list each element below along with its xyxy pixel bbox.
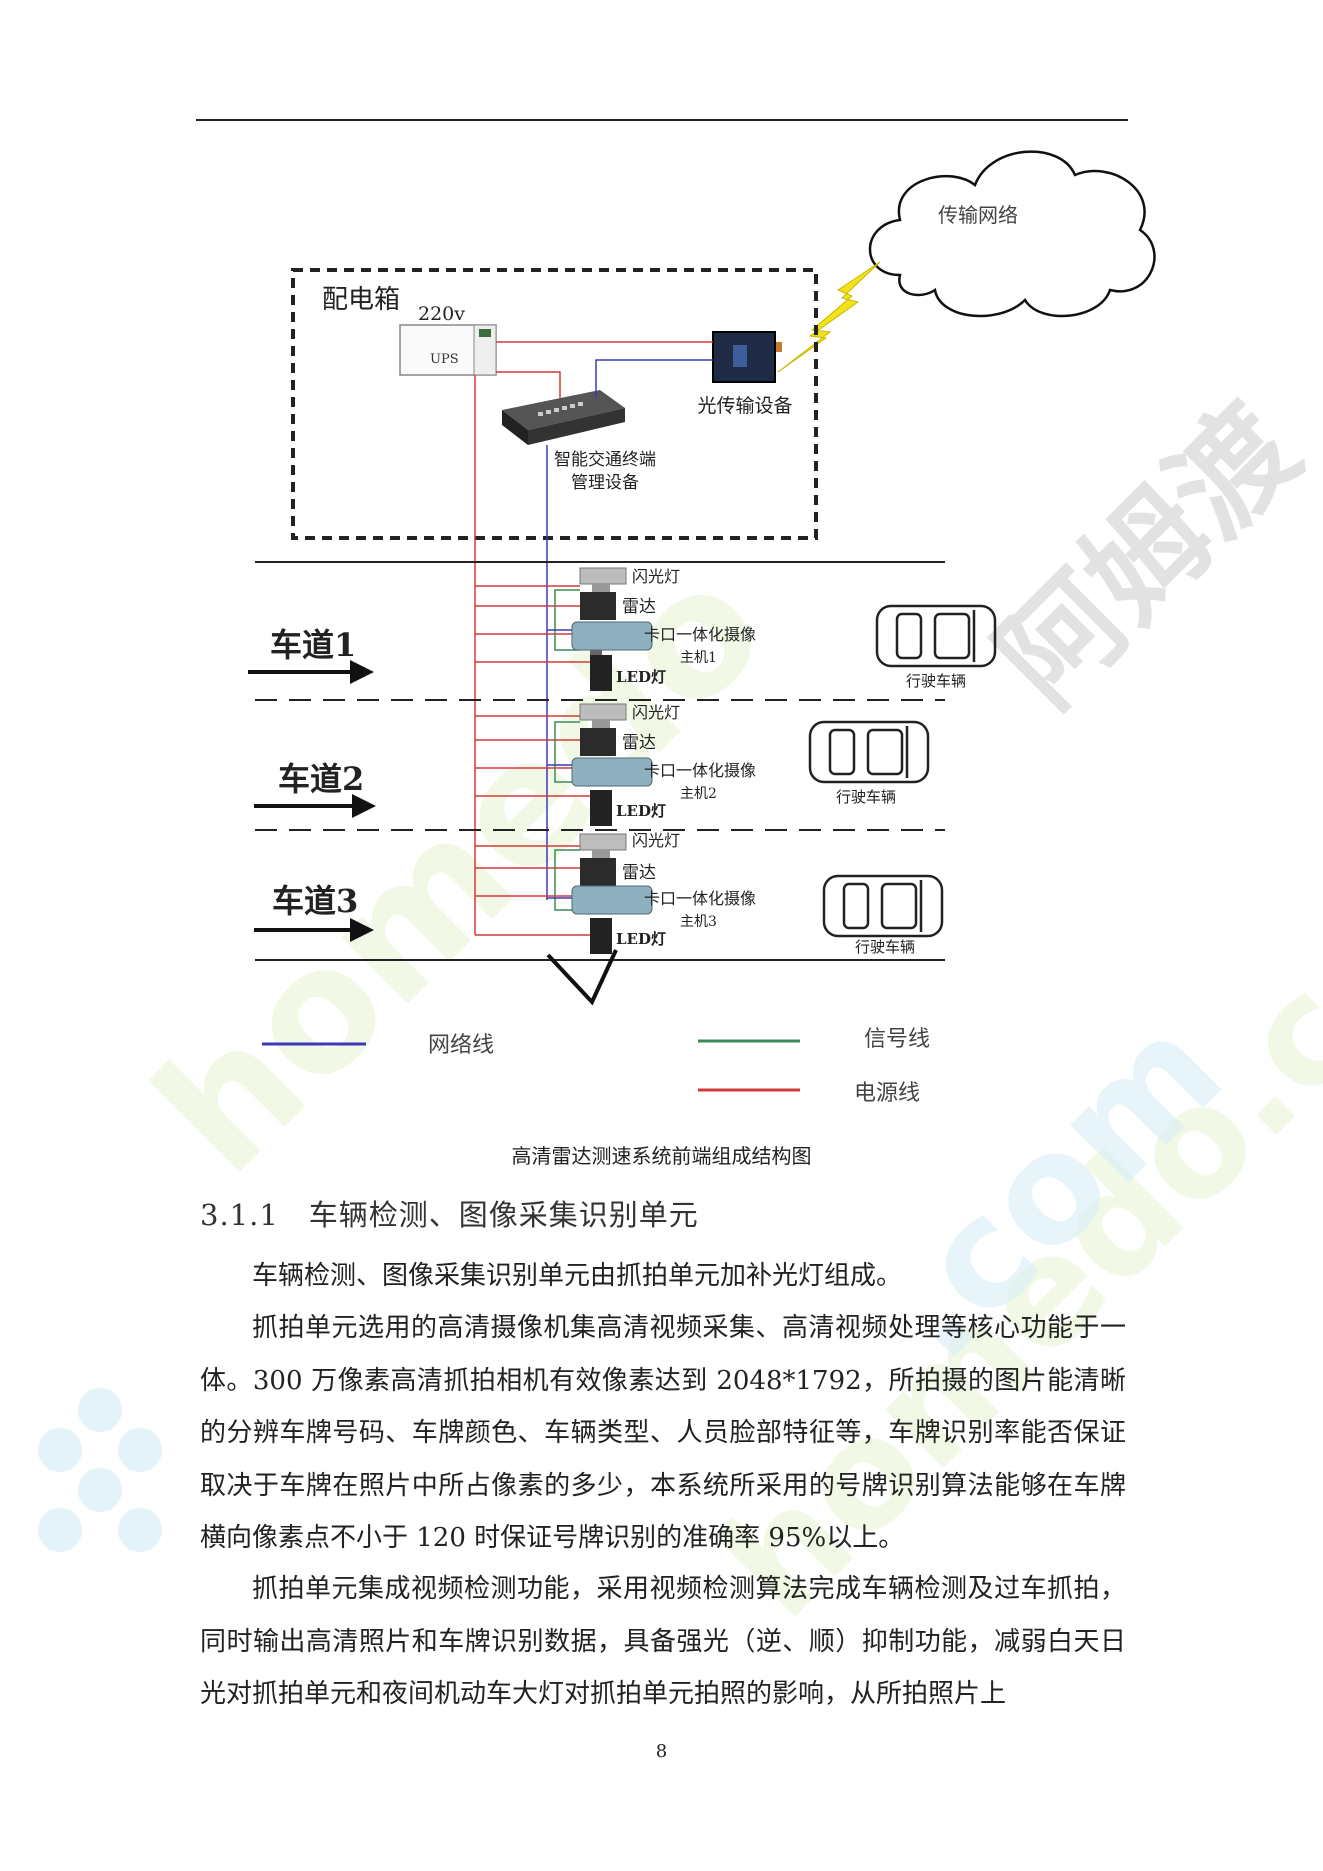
section-number: 3.1.1 — [200, 1198, 279, 1232]
header-rule — [196, 119, 1128, 121]
ups-device: UPS — [399, 324, 497, 376]
lane-1-label: 车道1 — [270, 626, 356, 664]
page-number: 8 — [655, 1741, 668, 1762]
voltage-label: 220v — [418, 303, 465, 325]
paragraph-2: 抓拍单元选用的高清摄像机集高清视频采集、高清视频处理等核心功能于一体。300 万… — [200, 1313, 1126, 1553]
optical-transmission-device: 光传输设备 — [697, 331, 793, 417]
lane-1: 车道1 闪光灯 雷达 卡口一体化摄像 主机1 LED灯 行驶车辆 — [248, 567, 997, 691]
pole-base — [546, 949, 618, 1006]
svg-text:雷达: 雷达 — [622, 597, 656, 617]
distribution-box — [291, 268, 818, 540]
cloud-label: 传输网络 — [938, 203, 1018, 227]
svg-text:主机1: 主机1 — [680, 650, 717, 666]
svg-text:闪光灯: 闪光灯 — [632, 831, 680, 850]
legend-network: 网络线 — [428, 1033, 494, 1058]
lane-2: 车道2 闪光灯 雷达 卡口一体化摄像 主机2 LED灯 行驶车辆 — [254, 703, 930, 826]
vehicle-icon — [875, 604, 997, 668]
radar — [580, 592, 616, 620]
svg-text:管理设备: 管理设备 — [571, 473, 639, 493]
svg-text:卡口一体化摄像: 卡口一体化摄像 — [644, 889, 756, 908]
flash-lamp — [579, 567, 627, 585]
lane-2-label: 车道2 — [278, 760, 364, 798]
led-lamp — [590, 655, 612, 691]
figure-caption: 高清雷达测速系统前端组成结构图 — [511, 1144, 812, 1168]
legend-signal: 信号线 — [864, 1027, 930, 1052]
svg-text:卡口一体化摄像: 卡口一体化摄像 — [644, 625, 756, 644]
svg-text:LED灯: LED灯 — [616, 668, 666, 686]
svg-text:行驶车辆: 行驶车辆 — [906, 672, 966, 690]
terminal-management-device: 智能交通终端 管理设备 — [502, 390, 656, 493]
svg-text:卡口一体化摄像: 卡口一体化摄像 — [644, 761, 756, 780]
svg-text:UPS: UPS — [430, 352, 459, 367]
svg-text:主机2: 主机2 — [680, 786, 717, 802]
svg-text:闪光灯: 闪光灯 — [632, 703, 680, 722]
legend-power: 电源线 — [854, 1081, 920, 1106]
distribution-box-label: 配电箱 — [322, 285, 400, 315]
camera — [571, 621, 653, 651]
svg-text:LED灯: LED灯 — [616, 930, 666, 948]
svg-text:雷达: 雷达 — [622, 863, 656, 883]
svg-text:雷达: 雷达 — [622, 733, 656, 753]
svg-text:智能交通终端: 智能交通终端 — [554, 450, 656, 470]
lightning-icon — [777, 261, 881, 373]
section-heading: 3.1.1 车辆检测、图像采集识别单元 — [200, 1192, 699, 1234]
road — [255, 561, 945, 961]
section-title: 车辆检测、图像采集识别单元 — [308, 1198, 699, 1232]
svg-text:闪光灯: 闪光灯 — [632, 567, 680, 586]
lane-3-label: 车道3 — [272, 882, 358, 920]
svg-text:行驶车辆: 行驶车辆 — [836, 788, 896, 806]
network-cloud: 传输网络 — [868, 150, 1156, 318]
optical-device-label: 光传输设备 — [697, 395, 792, 417]
lane-3: 车道3 闪光灯 雷达 卡口一体化摄像 主机3 LED灯 行驶车辆 — [254, 831, 944, 956]
paragraph-3: 抓拍单元集成视频检测功能，采用视频检测算法完成车辆检测及过车抓拍，同时输出高清照… — [200, 1574, 1126, 1709]
paragraph-1: 车辆检测、图像采集识别单元由抓拍单元加补光灯组成。 — [252, 1261, 903, 1291]
svg-text:行驶车辆: 行驶车辆 — [855, 938, 915, 956]
svg-text:主机3: 主机3 — [680, 914, 717, 930]
svg-text:LED灯: LED灯 — [616, 802, 666, 820]
legend: 网络线 信号线 电源线 — [262, 1027, 930, 1106]
system-diagram: 传输网络 配电箱 220v UPS 光传输设备 智能交通终端 管理设备 — [248, 150, 1156, 1106]
